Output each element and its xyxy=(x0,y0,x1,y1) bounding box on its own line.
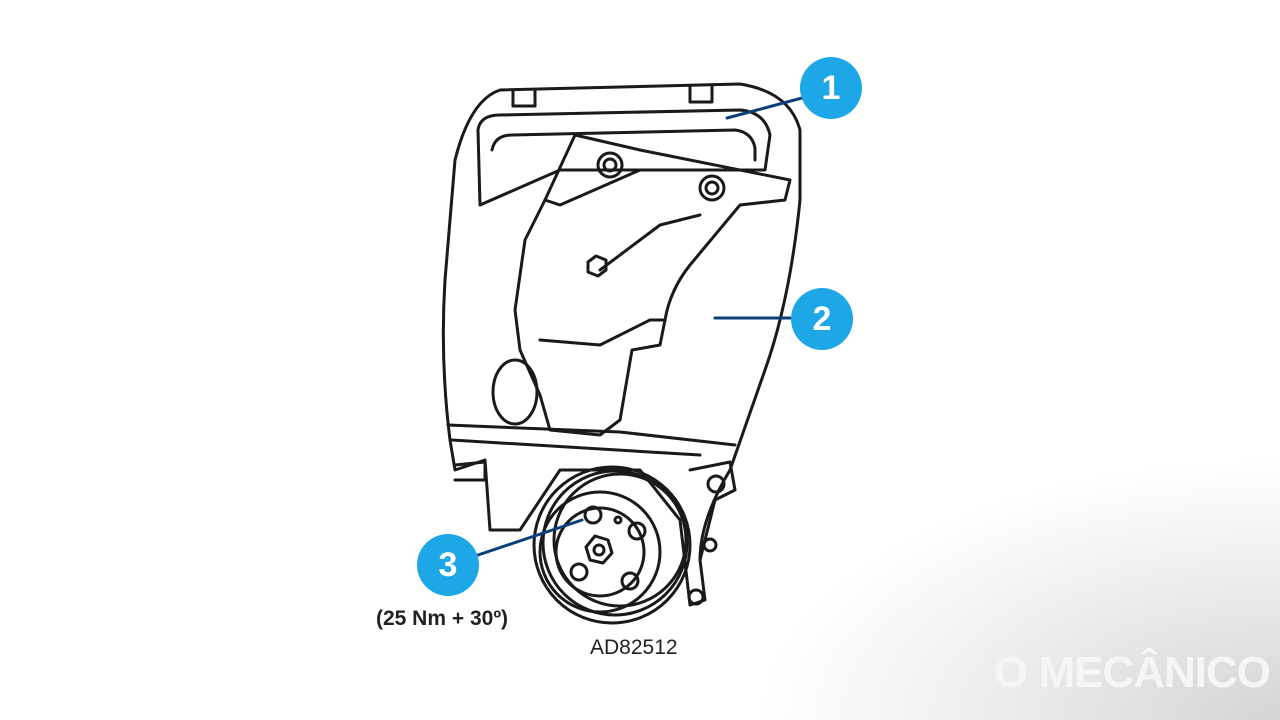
pulley-groove-2 xyxy=(552,472,688,608)
callout-1: 1 xyxy=(800,57,862,119)
side-bolt-3 xyxy=(687,588,705,606)
side-bolt-1 xyxy=(706,474,726,494)
top-inner-rim xyxy=(476,108,772,207)
bracket-bolt-1-core xyxy=(602,157,618,173)
top-tab-left xyxy=(511,88,537,108)
top-tab-right xyxy=(688,84,714,104)
figure-reference-code: AD82512 xyxy=(590,636,678,659)
watermark-logo: O MECÂNICO xyxy=(994,648,1271,697)
side-bolt-2 xyxy=(702,537,718,553)
pulley-bolt-4 xyxy=(620,571,640,591)
top-inner-rim-2 xyxy=(490,128,757,162)
pulley-center-hole xyxy=(592,543,606,557)
leader-line-3 xyxy=(476,518,584,557)
pulley-center-nut xyxy=(584,534,614,565)
pulley-bolt-1 xyxy=(583,505,603,525)
bracket-fold xyxy=(543,168,642,207)
oval-opening xyxy=(491,358,539,426)
bracket-bolt-2 xyxy=(698,174,726,202)
bracket-crease xyxy=(598,213,702,272)
lower-band xyxy=(446,423,737,447)
bracket-lower-edge xyxy=(538,318,667,347)
housing-outline xyxy=(441,82,802,607)
lower-step xyxy=(453,460,487,482)
pulley-pin xyxy=(613,515,623,525)
leader-line-1 xyxy=(725,96,804,120)
bracket-bolt-1 xyxy=(596,151,624,179)
pulley-bolt-2 xyxy=(627,521,647,541)
torque-spec-label: (25 Nm + 30º) xyxy=(376,607,508,630)
callout-3: 3 xyxy=(417,534,479,596)
side-bracket xyxy=(688,460,737,562)
pulley-outer xyxy=(532,465,692,625)
callout-2: 2 xyxy=(791,288,853,350)
bracket-bolt-2-core xyxy=(704,180,720,196)
pulley-bolt-3 xyxy=(569,562,589,582)
bracket-plate xyxy=(513,133,792,437)
pulley-hub-ring xyxy=(554,506,646,598)
lower-band-2 xyxy=(450,438,702,457)
bracket-bolt-3 xyxy=(586,254,608,278)
pulley-face xyxy=(538,490,662,614)
